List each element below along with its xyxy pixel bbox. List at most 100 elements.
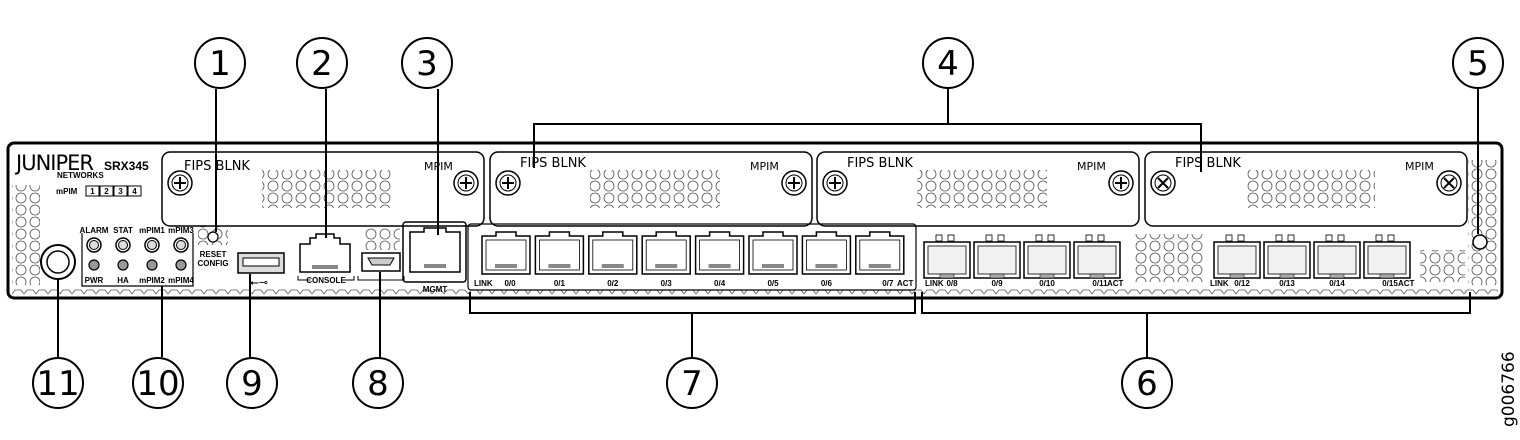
callout-11: 11 (32, 357, 84, 409)
callout-1: 1 (194, 37, 246, 89)
mpim-indicator-2: 2 (99, 185, 114, 197)
callout-number: 8 (367, 364, 389, 404)
callout-leaders (57, 89, 1479, 357)
sfp-port-0-14[interactable] (1313, 234, 1361, 279)
port-label: 0/1 (554, 279, 566, 288)
right-vent (1468, 160, 1498, 285)
port-label: 0/6 (821, 279, 833, 288)
model-name: SRX345 (104, 159, 149, 173)
sfp-port-0-9[interactable] (973, 234, 1021, 279)
slot-right-label: MPIM (1405, 160, 1434, 173)
mpim-number: 1 (90, 187, 95, 196)
thumbscrew-icon[interactable] (822, 170, 848, 196)
callout-number: 11 (36, 364, 79, 404)
mpim-slot-2[interactable]: FIPS BLNK MPIM (489, 151, 813, 227)
callout-9: 9 (226, 357, 278, 409)
thumbscrew-icon[interactable] (167, 170, 193, 196)
rj45-port-0-3[interactable] (641, 231, 691, 275)
sfp-port-0-10[interactable] (1023, 234, 1071, 279)
rj45-link-label: LINK (474, 279, 493, 288)
mpim-number: 2 (104, 187, 109, 196)
sfp-b-link-label: LINK (1210, 279, 1229, 288)
console-vent (365, 228, 400, 250)
port-label: 0/5 (767, 279, 779, 288)
console-port[interactable] (299, 233, 351, 273)
slot-right-label: MPIM (750, 160, 779, 173)
led-ha (117, 259, 129, 271)
sfp-port-0-15[interactable] (1363, 234, 1411, 279)
thumbscrew-icon[interactable] (781, 170, 807, 196)
port-label: 0/4 (714, 279, 726, 288)
right-lower-vent (1420, 250, 1465, 282)
sfp-port-0-12[interactable] (1213, 234, 1261, 279)
callout-number: 6 (1136, 364, 1158, 404)
sfp-port-0-11[interactable] (1073, 234, 1121, 279)
callout-3: 3 (401, 37, 453, 89)
usb-icon: ⭠⊸ (250, 276, 268, 289)
led-label-bottom: mPIM2 (139, 276, 165, 285)
thumbscrew-icon[interactable] (1436, 170, 1462, 196)
led-label-bottom: HA (117, 276, 129, 285)
rj45-port-0-5[interactable] (748, 231, 798, 275)
callout-4: 4 (922, 37, 974, 89)
led-label-bottom: mPIM4 (168, 276, 194, 285)
port-label: 0/3 (661, 279, 673, 288)
callout-number: 5 (1467, 44, 1489, 84)
rj45-port-0-0[interactable] (481, 231, 531, 275)
rj45-port-0-6[interactable] (801, 231, 852, 275)
callout-number: 3 (416, 44, 438, 84)
thumbscrew-icon[interactable] (495, 170, 521, 196)
mgmt-port[interactable] (409, 227, 461, 273)
callout-number: 10 (136, 364, 179, 404)
led-stat (115, 237, 131, 253)
mini-usb-port[interactable] (361, 252, 401, 272)
led-label-top: mPIM3 (168, 226, 194, 235)
rj45-act-label: ACT (897, 279, 914, 288)
mpim-indicator-1: 1 (85, 185, 100, 197)
port-label: 0/14 (1329, 279, 1345, 288)
led-label-bottom: PWR (85, 276, 104, 285)
port-label: 0/2 (607, 279, 619, 288)
callout-10: 10 (132, 357, 184, 409)
brand-sub: NETWORKS (57, 171, 104, 180)
rj45-port-0-1[interactable] (534, 231, 585, 275)
console-bracket (297, 276, 355, 281)
thumbscrew-icon[interactable] (453, 170, 479, 196)
rj45-port-0-2[interactable] (588, 231, 638, 275)
mpim-number: 4 (132, 187, 137, 196)
led-alarm (86, 237, 102, 253)
reset-config-button[interactable] (207, 231, 219, 243)
slot-vent (917, 170, 1047, 208)
slot-right-label: MPIM (1077, 160, 1106, 173)
rj45-group-frame (467, 223, 917, 291)
port-label: 0/10 (1039, 279, 1055, 288)
thumbscrew-icon[interactable] (1108, 170, 1134, 196)
led-label-top: STAT (113, 226, 133, 235)
callout-number: 7 (681, 364, 703, 404)
thumbscrew-icon[interactable] (1150, 170, 1176, 196)
led-mpim3 (173, 237, 189, 253)
ground-point (1472, 234, 1488, 250)
rj45-port-0-7[interactable] (855, 231, 905, 275)
usb-port[interactable] (237, 252, 285, 274)
bottom-vent-strip (12, 287, 1498, 295)
sfp-port-0-8[interactable] (923, 234, 971, 279)
callout-8: 8 (352, 357, 404, 409)
sfp-b-act-label: ACT (1398, 279, 1415, 288)
mpim-indicator-4: 4 (127, 185, 142, 197)
power-button[interactable] (40, 244, 76, 280)
mgmt-label: MGMT (423, 285, 448, 294)
rj45-port-0-4[interactable] (694, 231, 745, 275)
port-label: 0/13 (1279, 279, 1295, 288)
slot-left-label: FIPS BLNK (184, 159, 250, 174)
led-mpim2 (146, 259, 158, 271)
port-label: 0/11 (1092, 279, 1108, 288)
callout-number: 2 (311, 44, 333, 84)
slot-left-label: FIPS BLNK (520, 156, 586, 171)
led-bracket (81, 233, 194, 287)
sfp-port-0-13[interactable] (1263, 234, 1311, 279)
